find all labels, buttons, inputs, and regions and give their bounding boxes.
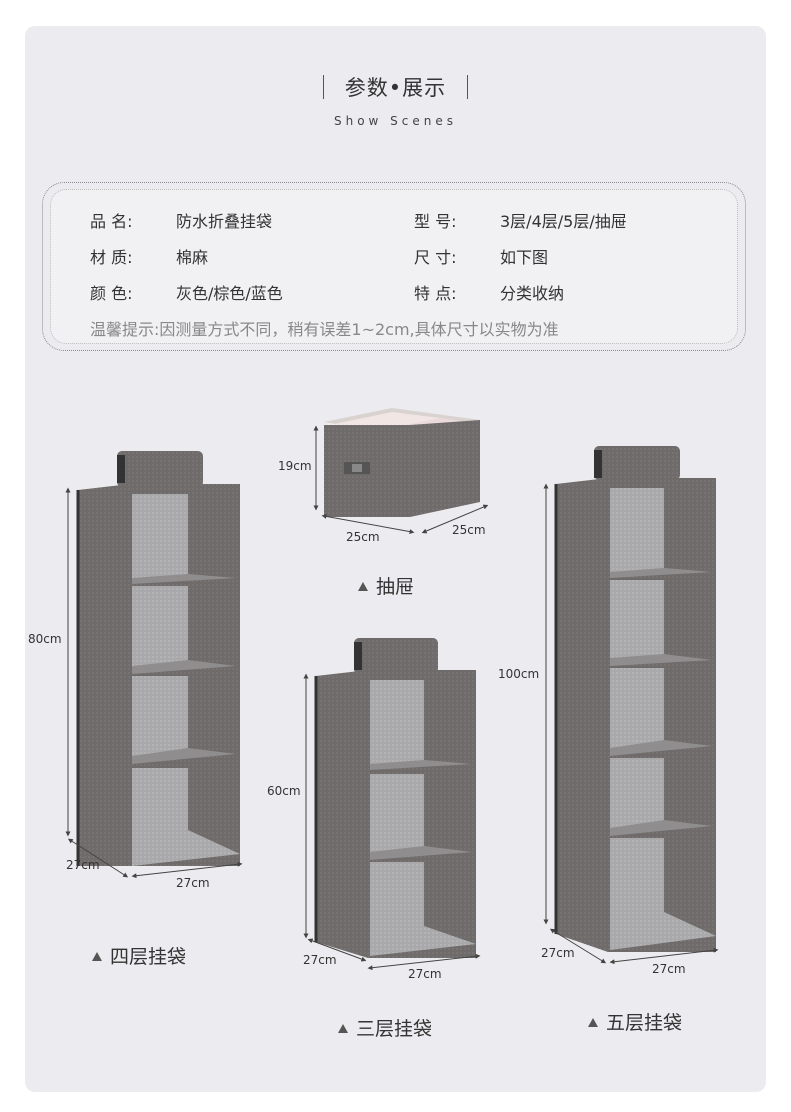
spec-material-label: 材 质: (90, 248, 133, 267)
three-height-label: 60cm (267, 784, 301, 798)
spec-feature: 特 点: 分类收纳 (414, 280, 564, 304)
triangle-icon (92, 952, 102, 961)
four-width-label: 27cm (176, 876, 210, 890)
four-tier-caption: 四层挂袋 (92, 942, 186, 969)
five-tier-organizer-image (554, 446, 716, 952)
five-width-label: 27cm (652, 962, 686, 976)
drawer-height-label: 19cm (278, 459, 312, 473)
three-width-label: 27cm (408, 967, 442, 981)
spec-size-value: 如下图 (500, 248, 549, 267)
drawer-width-label: 25cm (452, 523, 486, 537)
triangle-icon (358, 582, 368, 591)
three-tier-caption: 三层挂袋 (338, 1014, 432, 1041)
five-height-label: 100cm (498, 667, 540, 681)
spec-color-value: 灰色/棕色/蓝色 (176, 284, 283, 303)
drawer-caption-text: 抽屉 (376, 576, 415, 598)
three-tier-organizer-image (314, 638, 476, 958)
spec-name-label: 品 名: (90, 212, 133, 231)
four-tier-caption-text: 四层挂袋 (110, 946, 187, 968)
section-subtitle: Show Scenes (333, 114, 458, 128)
spec-color-label: 颜 色: (90, 284, 133, 303)
spec-size: 尺 寸: 如下图 (414, 244, 548, 268)
spec-box-border (42, 182, 746, 351)
three-tier-caption-text: 三层挂袋 (356, 1018, 433, 1040)
section-title: 参数•展示 (322, 72, 469, 102)
spec-note: 温馨提示:因测量方式不同，稍有误差1~2cm,具体尺寸以实物为准 (90, 320, 559, 339)
spec-model-value: 3层/4层/5层/抽屉 (500, 212, 627, 231)
four-depth-label: 27cm (66, 858, 100, 872)
triangle-icon (588, 1018, 598, 1027)
drawer-depth-label: 25cm (346, 530, 380, 544)
drawer-caption: 抽屉 (358, 572, 414, 599)
spec-model-label: 型 号: (414, 212, 457, 231)
triangle-icon (338, 1024, 348, 1033)
drawer-image (324, 408, 480, 517)
spec-name: 品 名: 防水折叠挂袋 (90, 208, 272, 232)
section-header: 参数•展示 (0, 72, 791, 102)
spec-material: 材 质: 棉麻 (90, 244, 208, 268)
spec-material-value: 棉麻 (176, 248, 209, 267)
spec-feature-value: 分类收纳 (500, 284, 565, 303)
five-tier-caption: 五层挂袋 (588, 1008, 682, 1035)
spec-model: 型 号: 3层/4层/5层/抽屉 (414, 208, 627, 232)
spec-color: 颜 色: 灰色/棕色/蓝色 (90, 280, 283, 304)
four-height-label: 80cm (28, 632, 62, 646)
spec-box (50, 189, 738, 344)
three-depth-label: 27cm (303, 953, 337, 967)
five-tier-caption-text: 五层挂袋 (606, 1012, 683, 1034)
spec-name-value: 防水折叠挂袋 (176, 212, 273, 231)
spec-size-label: 尺 寸: (414, 248, 457, 267)
spec-feature-label: 特 点: (414, 284, 457, 303)
four-tier-organizer-image (76, 451, 240, 866)
five-depth-label: 27cm (541, 946, 575, 960)
